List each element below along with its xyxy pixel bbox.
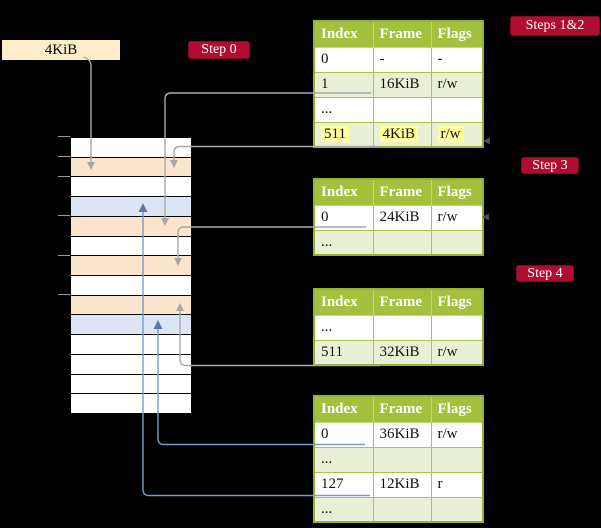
badge-step-4: Step 4 (516, 265, 574, 282)
table-row: 511 32KiB r/w (313, 339, 484, 366)
memory-row-free (71, 236, 191, 257)
memory-row-free (71, 374, 191, 395)
memory-row-data-page (71, 315, 191, 336)
page-table-leaf: Index Frame Flags 0 36KiB r/w ... 127 12… (313, 395, 484, 523)
memory-row-page-table (71, 216, 191, 237)
highlighted-value: 511 (321, 125, 349, 142)
memory-row-page-table (71, 256, 191, 277)
col-header-frame: Frame (372, 395, 432, 423)
highlighted-value: 4KiB (379, 125, 419, 142)
memory-row-free (71, 335, 191, 355)
col-header-index: Index (313, 288, 374, 316)
col-header-frame: Frame (372, 20, 432, 48)
memory-row-free (71, 394, 191, 414)
table-row: 0 - - (313, 46, 484, 73)
badge-step-3: Step 3 (521, 157, 579, 174)
memory-tick (58, 294, 70, 295)
highlighted-value: r/w (437, 125, 464, 142)
col-header-frame: Frame (372, 288, 432, 316)
memory-row-free (71, 177, 191, 198)
memory-row-free (71, 138, 191, 158)
memory-column (70, 137, 192, 414)
table-row: 127 12KiB r (313, 471, 484, 498)
memory-row-data-page (71, 197, 191, 217)
table-row: ... (313, 314, 484, 341)
memory-row-page-table (71, 157, 191, 178)
table-row: 0 36KiB r/w (313, 421, 484, 448)
col-header-flags: Flags (430, 178, 484, 206)
memory-tick (58, 255, 70, 256)
table-header-row: Index Frame Flags (313, 288, 484, 316)
col-header-frame: Frame (372, 178, 432, 206)
memory-row-free (71, 276, 191, 296)
col-header-index: Index (313, 20, 374, 48)
col-header-index: Index (313, 178, 374, 206)
table-row: 1 16KiB r/w (313, 71, 484, 98)
badge-step-0: Step 0 (188, 41, 250, 59)
entry-marker-arrow (483, 137, 490, 145)
page-table-level-2: Index Frame Flags 0 24KiB r/w ... (313, 178, 484, 256)
page-size-box: 4KiB (2, 40, 120, 60)
table-header-row: Index Frame Flags (313, 178, 484, 206)
page-table-level-root: Index Frame Flags 0 - - 1 16KiB r/w ... (313, 20, 484, 148)
memory-tick (58, 156, 70, 157)
memory-tick (58, 215, 70, 216)
col-header-flags: Flags (430, 20, 484, 48)
col-header-flags: Flags (430, 288, 484, 316)
table-header-row: Index Frame Flags (313, 395, 484, 423)
table-row: ... (313, 229, 484, 256)
page-table-level-1: Index Frame Flags ... 511 32KiB r/w (313, 288, 484, 366)
arrow-t1r511-to-frame4 (173, 145, 380, 160)
table-row: ... (313, 496, 484, 523)
page-size-label: 4KiB (44, 42, 78, 58)
memory-tick (58, 136, 70, 137)
badge-steps-1-2: Steps 1&2 (510, 16, 600, 36)
memory-tick (58, 176, 70, 177)
memory-row-page-table (71, 295, 191, 316)
table-header-row: Index Frame Flags (313, 20, 484, 48)
table-row: ... (313, 446, 484, 473)
table-row-highlighted: 511 4KiB r/w (313, 121, 484, 148)
table-row: 0 24KiB r/w (313, 204, 484, 231)
table-row: ... (313, 96, 484, 123)
col-header-flags: Flags (430, 395, 484, 423)
memory-row-free (71, 354, 191, 375)
col-header-index: Index (313, 395, 374, 423)
